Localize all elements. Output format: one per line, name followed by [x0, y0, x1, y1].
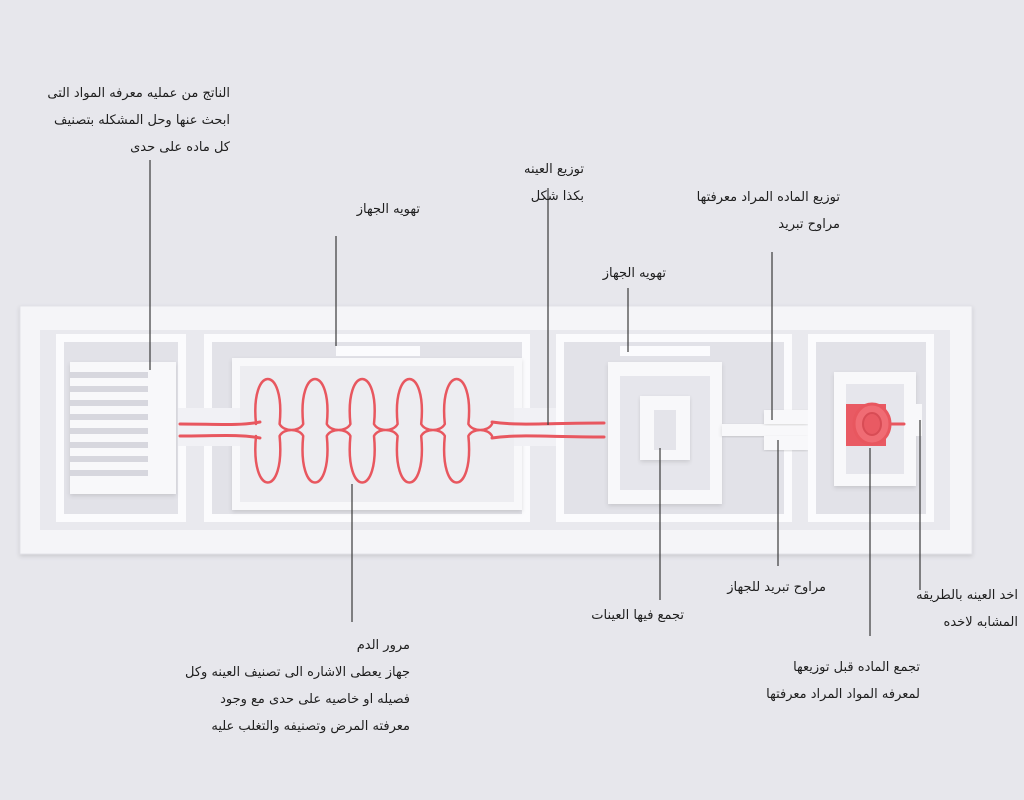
label-ventilation-2: تهويه الجهاز — [602, 266, 666, 281]
ventilation-vent-1 — [336, 346, 420, 356]
leader-lines — [149, 160, 921, 636]
ventilation-vent-2 — [620, 346, 710, 356]
label-ventilation-1: تهويه الجهاز — [356, 202, 420, 217]
output-grating-compartment — [56, 334, 186, 522]
label-cooling-fans: مراوح تبريد للجهاز — [727, 580, 826, 595]
serpentine-compartment — [204, 334, 530, 522]
blood-channel — [178, 378, 906, 484]
label-sample-collection: تجمع فيها العينات — [591, 608, 684, 623]
grating-slots — [70, 372, 148, 476]
